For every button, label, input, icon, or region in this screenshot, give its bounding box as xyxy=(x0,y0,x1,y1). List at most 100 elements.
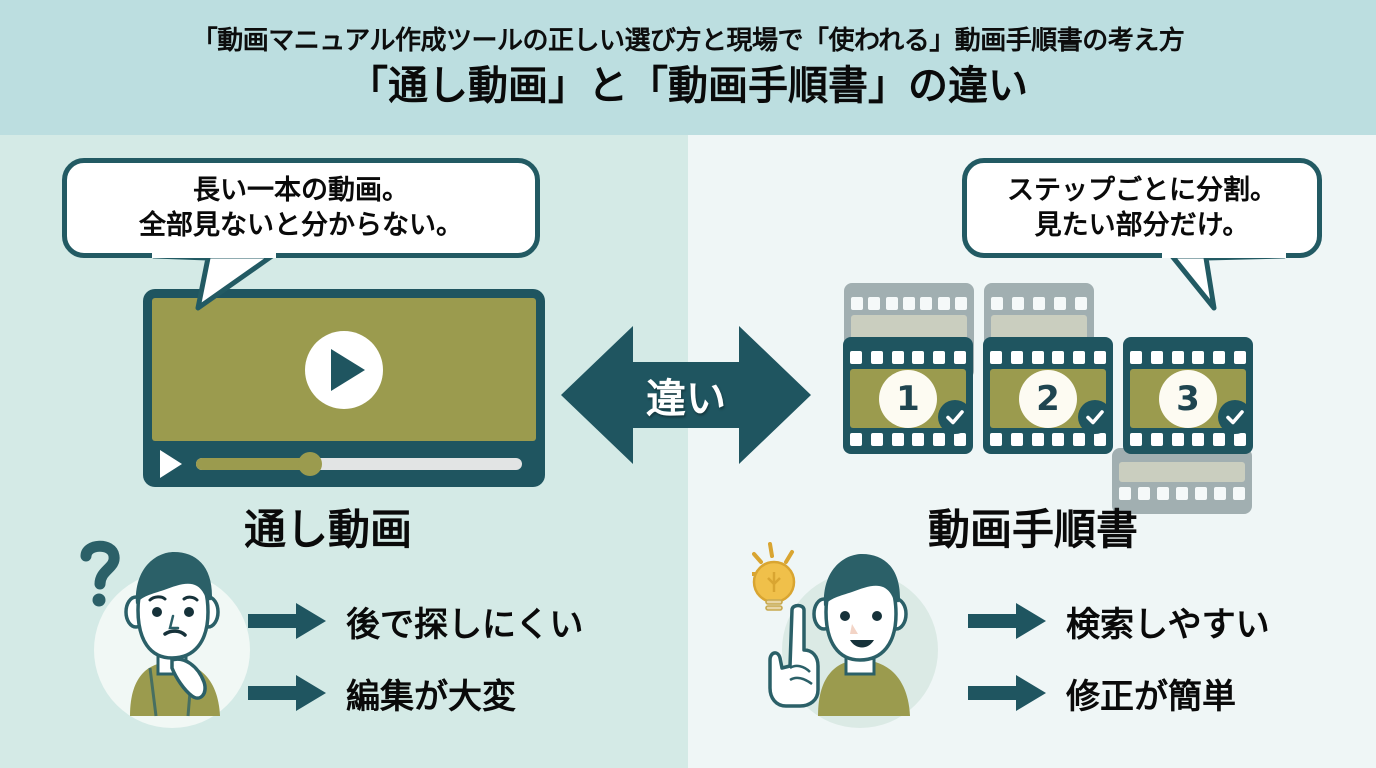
bullet-text: 検索しやすい xyxy=(1066,604,1270,645)
film-perf xyxy=(1150,433,1163,446)
film-perf xyxy=(1157,487,1169,500)
film-perf xyxy=(990,351,1002,364)
film-frame-3[interactable]: 3 xyxy=(1123,337,1253,454)
bullet-item: 後で探しにくい xyxy=(248,585,583,657)
video-screen xyxy=(152,298,536,441)
film-perf xyxy=(885,297,898,310)
film-perf xyxy=(1031,433,1044,446)
film-screen: 3 xyxy=(1130,369,1252,434)
check-circle-icon xyxy=(1078,400,1112,434)
double-headed-arrow-icon xyxy=(561,326,811,464)
film-perforations xyxy=(851,297,967,310)
film-perf xyxy=(912,351,925,364)
film-perf xyxy=(953,351,966,364)
caption-through-video: 通し動画 xyxy=(244,505,413,554)
page-title: 「通し動画」と「動画手順書」の違い xyxy=(348,63,1028,110)
video-player[interactable] xyxy=(143,289,545,487)
film-frame-number-1: 1 xyxy=(879,369,937,428)
film-perf xyxy=(991,297,1003,310)
film-perf xyxy=(1010,433,1023,446)
progress-track[interactable] xyxy=(196,452,522,476)
bullet-text: 修正が簡単 xyxy=(1066,676,1236,717)
film-perforations xyxy=(990,351,1106,364)
caption-video-manual: 動画手順書 xyxy=(928,505,1139,554)
difference-arrow-label: 違い xyxy=(646,376,726,422)
speech-bubble-right-tail xyxy=(1162,250,1287,311)
film-perforations xyxy=(850,433,966,446)
film-perf xyxy=(891,433,904,446)
film-perf xyxy=(1195,487,1207,500)
film-perf xyxy=(933,433,946,446)
film-screen: 1 xyxy=(850,369,972,434)
header-subtitle: 「動画マニュアル作成ツールの正しい選び方と現場で「使われる」動画手順書の考え方 xyxy=(191,25,1185,56)
film-perf xyxy=(850,351,862,364)
film-perf xyxy=(1010,351,1023,364)
film-screen xyxy=(1119,462,1245,482)
video-controls xyxy=(152,441,536,487)
progress-knob[interactable] xyxy=(298,452,323,476)
film-perf xyxy=(870,433,883,446)
speech-bubble-left: 長い一本の動画。 全部見ないと分からない。 xyxy=(62,158,540,258)
film-perf xyxy=(1138,487,1150,500)
film-perf xyxy=(1073,351,1086,364)
film-frame-ghost-bottom-right xyxy=(1112,448,1252,514)
film-perforations xyxy=(850,351,966,364)
difference-arrow: 違い xyxy=(561,320,811,470)
film-perf xyxy=(954,297,967,310)
progress-fill xyxy=(196,458,311,470)
film-perf xyxy=(1150,351,1163,364)
film-perf xyxy=(1054,297,1066,310)
film-perf xyxy=(1171,433,1184,446)
speech-bubble-left-line2: 全部見ないと分からない。 xyxy=(139,210,463,241)
film-perf xyxy=(851,297,863,310)
film-perf xyxy=(953,433,966,446)
film-perf xyxy=(1192,433,1205,446)
arrow-right-icon xyxy=(248,603,326,639)
film-perf xyxy=(868,297,881,310)
film-perf xyxy=(1176,487,1188,500)
film-perf xyxy=(990,433,1002,446)
question-mark-icon xyxy=(80,540,120,607)
film-perf xyxy=(891,351,904,364)
bullet-list-right: 検索しやすい 修正が簡単 xyxy=(968,585,1270,729)
film-perf xyxy=(912,433,925,446)
pointing-hand-icon xyxy=(768,603,820,708)
arrow-right-icon xyxy=(248,675,326,711)
film-perf xyxy=(1075,297,1087,310)
film-perf xyxy=(1233,433,1246,446)
film-perf xyxy=(937,297,950,310)
small-play-icon[interactable] xyxy=(160,450,182,478)
play-button[interactable] xyxy=(305,330,383,409)
film-perf xyxy=(1012,297,1024,310)
film-perforations xyxy=(1130,351,1246,364)
film-frame-1[interactable]: 1 xyxy=(843,337,973,454)
film-perf xyxy=(1052,433,1065,446)
bullet-text: 編集が大変 xyxy=(346,676,516,717)
speech-bubble-right-line2: 見たい部分だけ。 xyxy=(1034,210,1250,241)
speech-bubble-right-line1: ステップごとに分割。 xyxy=(1007,174,1277,206)
film-perforations xyxy=(1130,433,1246,446)
arrow-right-icon xyxy=(968,603,1046,639)
film-perf xyxy=(1031,351,1044,364)
speech-bubble-left-line1: 長い一本の動画。 xyxy=(193,174,409,206)
arrow-right-icon xyxy=(968,675,1046,711)
film-perf xyxy=(1052,351,1065,364)
film-perf xyxy=(1233,351,1246,364)
film-perf xyxy=(1213,433,1226,446)
bullet-item: 検索しやすい xyxy=(968,585,1270,657)
film-perf xyxy=(1093,351,1106,364)
film-perf xyxy=(1130,433,1142,446)
speech-bubble-left-tail xyxy=(151,250,276,311)
film-perf xyxy=(933,351,946,364)
film-perf xyxy=(1033,297,1045,310)
header-banner: 「動画マニュアル作成ツールの正しい選び方と現場で「使われる」動画手順書の考え方 … xyxy=(0,0,1376,135)
film-perf xyxy=(1213,351,1226,364)
film-screen: 2 xyxy=(990,369,1112,434)
film-perf xyxy=(1214,487,1226,500)
film-frame-number-3: 3 xyxy=(1159,369,1217,428)
play-icon xyxy=(330,348,365,391)
film-frame-2[interactable]: 2 xyxy=(983,337,1113,454)
film-perf xyxy=(1093,433,1106,446)
bullet-item: 修正が簡単 xyxy=(968,657,1270,729)
bullet-list-left: 後で探しにくい 編集が大変 xyxy=(248,585,583,729)
